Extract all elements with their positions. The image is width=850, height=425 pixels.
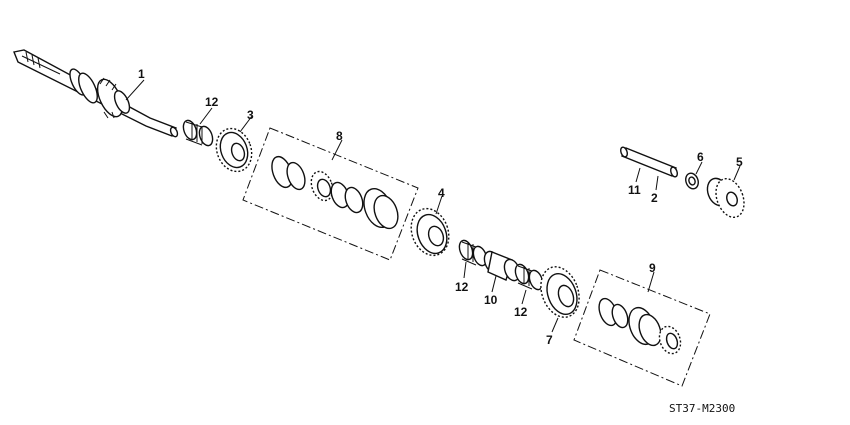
callout-10: 10 [484,293,498,307]
callout-4: 4 [438,186,445,200]
callout-12-middle: 12 [455,280,469,294]
part-gear-3 [215,127,253,173]
callout-6: 6 [697,150,704,164]
leader-lines [125,79,741,333]
part-reverse-shaft-2 [620,146,678,178]
callout-7: 7 [546,333,553,347]
part-synchro-assembly-9 [573,269,711,387]
callout-1: 1 [138,67,145,81]
part-mainshaft [13,49,179,138]
part-collar-10 [483,250,521,282]
part-needle-bearing-1 [182,119,214,147]
drawing-code: ST37-M2300 [669,402,735,415]
callout-9: 9 [649,261,656,275]
callout-5: 5 [736,155,743,169]
callout-8: 8 [336,129,343,143]
callout-3: 3 [247,108,254,122]
part-needle-bearing-2 [458,239,488,267]
part-gear-7 [540,266,580,318]
part-gear-4 [410,207,450,257]
callout-12-left: 12 [205,95,219,109]
part-needle-bearing-3 [514,263,544,291]
callout-2: 2 [651,191,658,205]
callout-12-right: 12 [514,305,528,319]
callout-11: 11 [628,183,641,197]
part-washer-6 [685,172,699,190]
part-synchro-assembly-8 [242,127,419,261]
part-reverse-idler-gear-5 [706,177,745,219]
